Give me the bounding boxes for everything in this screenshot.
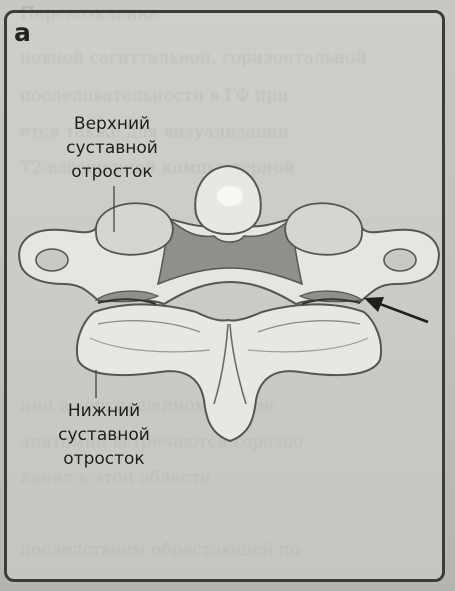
label-line: отросток (63, 449, 145, 469)
label-line: отросток (71, 162, 153, 182)
label-line: Нижний (67, 401, 141, 421)
joint-space-lines (97, 298, 361, 305)
figure-frame (4, 10, 445, 582)
superior-articular-facets (95, 202, 363, 256)
axis-vertebra-body (76, 303, 382, 443)
indicator-arrow (364, 297, 429, 324)
superior-articular-process-label: Верхний суставной отросток (52, 112, 172, 184)
label-line: суставной (66, 138, 158, 158)
right-transverse-foramen (383, 248, 417, 272)
spinal-canal-shading (94, 218, 364, 303)
right-superior-facet (284, 202, 363, 256)
panel-letter: а (14, 18, 31, 47)
label-line: суставной (58, 425, 150, 445)
left-superior-facet (95, 202, 174, 256)
left-transverse-foramen (35, 248, 69, 272)
label-line: Верхний (73, 114, 151, 134)
dens-odontoid (194, 164, 262, 236)
inferior-articular-process-label: Нижний суставной отросток (44, 399, 164, 471)
